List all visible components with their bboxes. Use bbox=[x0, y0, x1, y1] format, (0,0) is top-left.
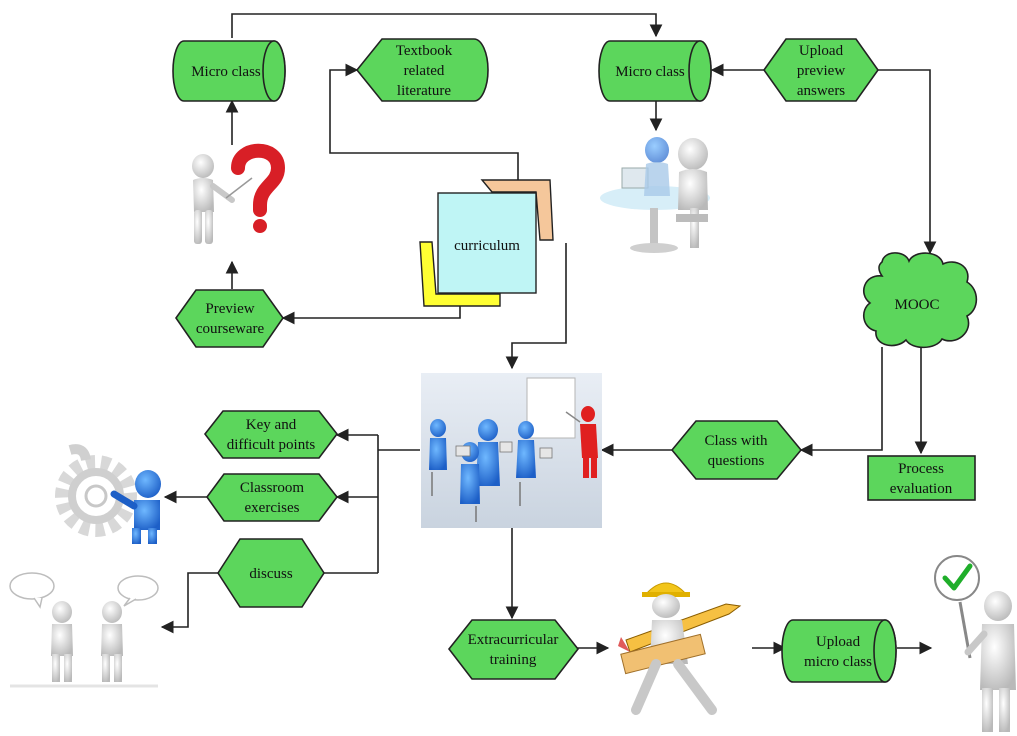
label-line: Micro class bbox=[191, 64, 261, 80]
label-line: related bbox=[404, 63, 445, 79]
label-line: Extracurricular bbox=[468, 632, 559, 648]
label-line: evaluation bbox=[890, 481, 953, 497]
node-upload-preview-answers-label: Upload preview answers bbox=[797, 43, 845, 99]
node-upload-preview-answers[interactable]: Upload preview answers bbox=[763, 38, 879, 102]
node-upload-micro-class-label: Upload micro class bbox=[804, 634, 872, 670]
node-micro-class-right[interactable]: Micro class bbox=[598, 40, 712, 102]
edge-curriculum-to-classroom bbox=[505, 243, 567, 370]
node-textbook-literature[interactable]: Textbook related literature bbox=[355, 38, 489, 102]
label-line: Process bbox=[898, 461, 944, 477]
node-process-evaluation[interactable]: Process evaluation bbox=[867, 455, 976, 501]
edge-upload-preview-to-mooc bbox=[877, 69, 937, 255]
node-process-evaluation-label: Process evaluation bbox=[890, 461, 953, 497]
classroom-lecture-icon bbox=[421, 373, 602, 528]
label-line: difficult points bbox=[227, 437, 316, 453]
edge-curriculum-to-preview bbox=[281, 304, 461, 325]
label-line: discuss bbox=[249, 566, 293, 582]
classroom-students bbox=[429, 419, 553, 522]
label-line: MOOC bbox=[894, 297, 939, 313]
node-micro-class-left[interactable]: Micro class bbox=[172, 40, 286, 102]
node-curriculum[interactable]: curriculum bbox=[419, 179, 554, 307]
node-class-with-questions-label: Class with questions bbox=[705, 433, 768, 469]
node-key-difficult-points[interactable]: Key and difficult points bbox=[203, 410, 339, 459]
edges bbox=[160, 13, 937, 655]
node-micro-class-right-label: Micro class bbox=[615, 64, 685, 80]
edge-discuss-to-figures bbox=[160, 572, 218, 634]
label-line: courseware bbox=[196, 321, 265, 337]
label-line: exercises bbox=[245, 500, 300, 516]
node-class-with-questions[interactable]: Class with questions bbox=[670, 420, 803, 480]
label-line: curriculum bbox=[454, 238, 520, 254]
node-mooc-label: MOOC bbox=[894, 297, 939, 313]
node-discuss-label: discuss bbox=[249, 566, 293, 582]
label-line: Class with bbox=[705, 433, 768, 449]
students-computer-icon bbox=[600, 137, 710, 253]
label-line: Textbook bbox=[396, 43, 453, 59]
node-textbook-literature-label: Textbook related literature bbox=[396, 43, 453, 99]
label-line: preview bbox=[797, 63, 845, 79]
node-classroom-exercises-label: Classroom exercises bbox=[240, 480, 305, 516]
label-line: literature bbox=[397, 83, 451, 99]
node-extracurricular-training-label: Extracurricular training bbox=[468, 632, 559, 668]
edge-mooc-to-class-questions bbox=[799, 347, 883, 457]
edge-microclass-left-to-microclass-right bbox=[231, 13, 663, 38]
node-curriculum-label: curriculum bbox=[454, 238, 520, 254]
label-line: training bbox=[490, 652, 537, 668]
label-line: micro class bbox=[804, 654, 872, 670]
node-upload-micro-class[interactable]: Upload micro class bbox=[781, 619, 897, 683]
label-line: answers bbox=[797, 83, 845, 99]
worker-pencil-ruler-icon bbox=[618, 582, 742, 715]
two-figures-talking-icon bbox=[9, 572, 159, 688]
figure-checkmark-sign-icon bbox=[934, 555, 1016, 732]
curriculum-back-top bbox=[480, 179, 554, 241]
teacher-question-icon bbox=[192, 143, 286, 244]
node-key-difficult-points-label: Key and difficult points bbox=[227, 417, 316, 453]
node-classroom-exercises[interactable]: Classroom exercises bbox=[206, 473, 339, 522]
label-line: Preview bbox=[205, 301, 254, 317]
curriculum-back-bottom bbox=[419, 241, 501, 307]
node-mooc[interactable]: MOOC bbox=[862, 252, 978, 349]
node-preview-courseware[interactable]: Preview courseware bbox=[175, 289, 284, 348]
label-line: Upload bbox=[799, 43, 844, 59]
node-preview-courseware-label: Preview courseware bbox=[196, 301, 265, 337]
label-line: Micro class bbox=[615, 64, 685, 80]
label-line: questions bbox=[708, 453, 765, 469]
label-line: Upload bbox=[816, 634, 861, 650]
edge-curriculum-to-textbook bbox=[329, 63, 519, 180]
label-line: Classroom bbox=[240, 480, 305, 496]
curriculum-front bbox=[437, 192, 537, 294]
node-micro-class-left-label: Micro class bbox=[191, 64, 261, 80]
node-extracurricular-training[interactable]: Extracurricular training bbox=[447, 619, 580, 680]
gear-figure-icon bbox=[55, 444, 161, 544]
node-discuss[interactable]: discuss bbox=[217, 538, 325, 608]
label-line: Key and bbox=[246, 417, 297, 433]
